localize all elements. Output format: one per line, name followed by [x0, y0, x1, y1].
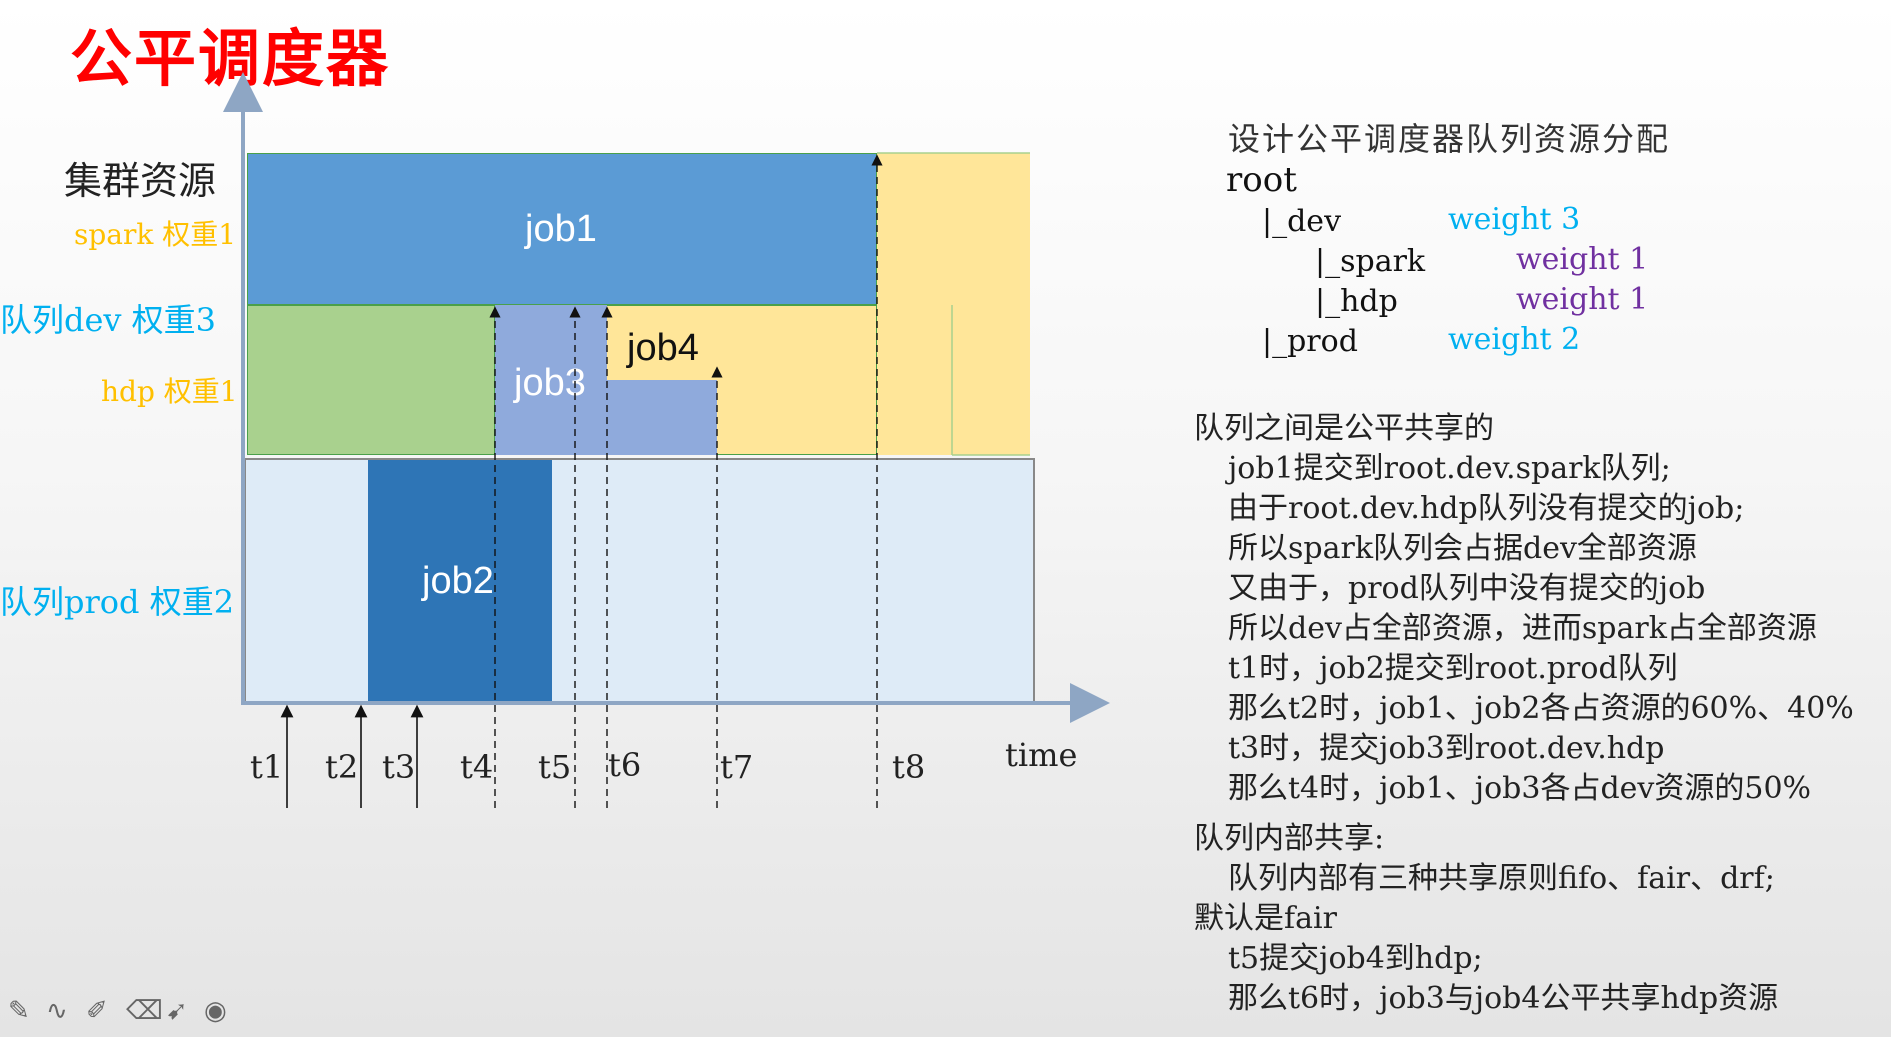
tick-t6: t6	[608, 746, 642, 784]
tick-t2: t2	[325, 748, 359, 786]
job3-label: job3	[514, 362, 586, 404]
hdp-green-block	[247, 305, 495, 455]
label-hdp: hdp 权重1	[101, 375, 238, 408]
tree-dev-weight: weight 3	[1448, 202, 1581, 237]
tree-spark-weight: weight 1	[1516, 242, 1649, 277]
note-line: 队列内部有三种共享原则fifo、fair、drf;	[1228, 861, 1775, 896]
tick-t4: t4	[460, 748, 494, 786]
tree-hdp: |_hdp	[1315, 284, 1398, 319]
presentation-toolbar: ✎ ∿ ✐ ⌫ ➹ ◉	[6, 996, 236, 1030]
pen-icon[interactable]: ✎	[8, 996, 30, 1026]
note-line: 队列之间是公平共享的	[1194, 411, 1494, 446]
note-line: t5提交job4到hdp;	[1228, 941, 1483, 976]
queue-tree: 设计公平调度器队列资源分配 root |_dev weight 3 |_spar…	[1220, 110, 1860, 370]
tree-root: root	[1226, 160, 1297, 200]
job4-label: job4	[627, 327, 699, 369]
curve-icon[interactable]: ∿	[46, 996, 68, 1026]
x-axis-label: time	[1005, 736, 1078, 774]
pointer-icon[interactable]: ➹	[166, 996, 188, 1026]
target-icon[interactable]: ◉	[204, 996, 227, 1026]
note-line: t1时，job2提交到root.prod队列	[1228, 651, 1678, 686]
note-line: 由于root.dev.hdp队列没有提交的job;	[1228, 491, 1745, 526]
label-dev: 队列dev 权重3	[0, 301, 217, 339]
job3-lower-block	[607, 380, 717, 455]
tick-t1: t1	[250, 748, 284, 786]
tree-heading: 设计公平调度器队列资源分配	[1228, 120, 1671, 158]
note-line: 默认是fair	[1194, 901, 1337, 936]
tree-prod: |_prod	[1262, 324, 1358, 359]
note-line: 又由于，prod队列中没有提交的job	[1228, 571, 1706, 606]
axes-svg	[223, 72, 1110, 808]
label-cluster-resource: 集群资源	[64, 159, 217, 203]
job2-label: job2	[422, 560, 494, 602]
note-line: t3时，提交job3到root.dev.hdp	[1228, 731, 1665, 766]
note-line: 所以dev占全部资源，进而spark占全部资源	[1228, 611, 1817, 646]
scheduler-diagram: 集群资源 spark 权重1 队列dev 权重3 hdp 权重1 队列prod …	[0, 0, 1120, 830]
tick-t8: t8	[892, 748, 926, 786]
spark-yellow-block	[877, 153, 1030, 455]
note-line: 所以spark队列会占据dev全部资源	[1228, 531, 1697, 566]
notes-panel: 队列之间是公平共享的 job1提交到root.dev.spark队列; 由于ro…	[1190, 410, 1880, 1030]
job1-block	[247, 153, 877, 305]
job3-block	[495, 305, 607, 455]
tree-prod-weight: weight 2	[1448, 322, 1581, 357]
tick-t5: t5	[538, 748, 572, 786]
tick-t3: t3	[382, 748, 416, 786]
label-prod: 队列prod 权重2	[0, 583, 235, 621]
note-line: 那么t4时，job1、job3各占dev资源的50%	[1228, 771, 1812, 806]
note-line: job1提交到root.dev.spark队列;	[1228, 451, 1671, 486]
job2-block	[368, 460, 552, 701]
note-line: 那么t6时，job3与job4公平共享hdp资源	[1228, 981, 1779, 1016]
tree-hdp-weight: weight 1	[1516, 282, 1649, 317]
note-line: 那么t2时，job1、job2各占资源的60%、40%	[1228, 691, 1854, 726]
tick-t7: t7	[720, 748, 754, 786]
eraser-icon[interactable]: ⌫	[126, 996, 163, 1026]
highlighter-icon[interactable]: ✐	[86, 996, 108, 1026]
note-line: 队列内部共享:	[1194, 821, 1385, 856]
tree-spark: |_spark	[1315, 244, 1426, 279]
label-spark: spark 权重1	[74, 218, 237, 251]
tree-dev: |_dev	[1262, 204, 1342, 239]
job1-label: job1	[525, 208, 597, 250]
